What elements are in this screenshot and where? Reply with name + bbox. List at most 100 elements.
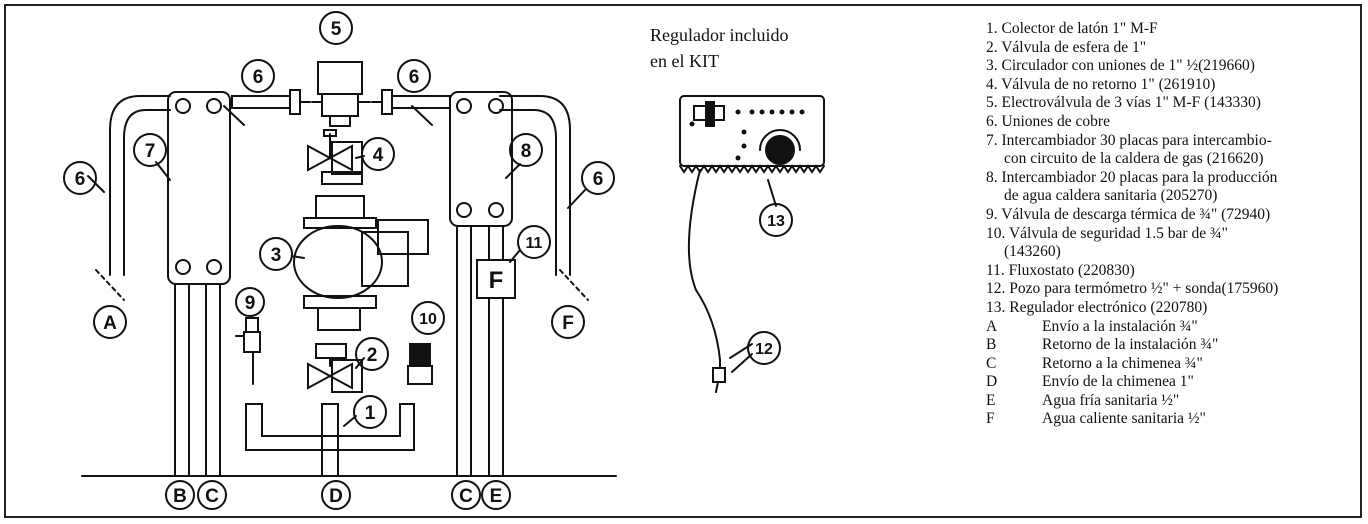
label-6a: 6 bbox=[253, 67, 264, 88]
callout-5 bbox=[319, 11, 353, 45]
legend-text: 5. Electroválvula de 3 vías 1" M-F (1433… bbox=[986, 94, 1261, 112]
legend-letter-F: F Agua caliente sanitaria ½" bbox=[986, 410, 1356, 429]
label-11: 11 bbox=[526, 235, 543, 252]
label-6c: 6 bbox=[75, 169, 86, 190]
callout-10 bbox=[411, 301, 445, 335]
callout-C-right bbox=[451, 480, 481, 510]
thermometer-well-12 bbox=[712, 367, 726, 383]
thermal-discharge-valve-9 bbox=[235, 317, 261, 385]
exchanger-7 bbox=[167, 91, 231, 285]
legend-text: 3. Circulador con uniones de 1" ½(219660… bbox=[986, 57, 1255, 75]
figure-frame bbox=[4, 4, 1362, 518]
legend-item-5: 5. Electroválvula de 3 vías 1" M-F (1433… bbox=[986, 94, 1356, 113]
pipe-C-right bbox=[456, 225, 472, 477]
callout-6-right bbox=[581, 161, 615, 195]
legend-text: 10. Válvula de seguridad 1.5 bar de ¾" bbox=[986, 224, 1228, 242]
legend-text: 11. Fluxostato (220830) bbox=[986, 261, 1135, 279]
callout-C-left bbox=[197, 480, 227, 510]
label-1: 1 bbox=[365, 403, 376, 424]
legend-item-12: 12. Pozo para termómetro ½" + sonda(1759… bbox=[986, 280, 1356, 299]
callout-6-top-right bbox=[397, 59, 431, 93]
flow-switch-letter: F bbox=[489, 267, 504, 294]
left-copper-pipe bbox=[109, 95, 171, 276]
label-6b: 6 bbox=[409, 67, 420, 88]
three-way-valve-5 bbox=[317, 61, 363, 95]
legend-letter: D bbox=[986, 373, 998, 391]
legend-letter-A: A Envío a la instalación ¾" bbox=[986, 318, 1356, 337]
legend-letter-text: Retorno a la chimenea ¾" bbox=[1042, 354, 1203, 372]
sensor-cable bbox=[687, 169, 721, 361]
legend-letter: A bbox=[986, 317, 998, 335]
callout-F bbox=[551, 305, 585, 339]
right-copper-pipe bbox=[499, 95, 571, 276]
legend-text: 6. Uniones de cobre bbox=[986, 112, 1110, 130]
check-valve-4 bbox=[307, 144, 353, 172]
legend-letter-text: Retorno de la instalación ¾" bbox=[1042, 336, 1219, 354]
label-9: 9 bbox=[245, 293, 256, 314]
legend-letter-D: D Envío de la chimenea 1" bbox=[986, 373, 1356, 392]
label-F: F bbox=[562, 313, 574, 334]
legend-letter-E: E Agua fría sanitaria ½" bbox=[986, 392, 1356, 411]
callout-12 bbox=[747, 331, 781, 365]
circulator-pump-3 bbox=[293, 225, 383, 299]
callout-6-left bbox=[63, 161, 97, 195]
legend: 1. Colector de latón 1" M-F 2. Válvula d… bbox=[986, 20, 1356, 429]
legend-text: 2. Válvula de esfera de 1" bbox=[986, 38, 1147, 56]
legend-letter: B bbox=[986, 336, 997, 354]
callout-8 bbox=[509, 133, 543, 167]
legend-item-8: 8. Intercambiador 20 placas para la prod… bbox=[986, 169, 1356, 206]
label-8: 8 bbox=[521, 141, 532, 162]
legend-text: 13. Regulador electrónico (220780) bbox=[986, 298, 1208, 316]
pipe-B bbox=[174, 283, 190, 477]
legend-item-3: 3. Circulador con uniones de 1" ½(219660… bbox=[986, 57, 1356, 76]
callout-6-top-left bbox=[241, 59, 275, 93]
label-B: B bbox=[173, 486, 187, 507]
legend-text: 7. Intercambiador 30 placas para interca… bbox=[986, 131, 1272, 149]
legend-letter-B: B Retorno de la instalación ¾" bbox=[986, 336, 1356, 355]
label-E: E bbox=[490, 486, 503, 507]
label-3: 3 bbox=[271, 245, 282, 266]
legend-item-13: 13. Regulador electrónico (220780) bbox=[986, 299, 1356, 318]
legend-item-2: 2. Válvula de esfera de 1" bbox=[986, 39, 1356, 58]
pipe-C-left bbox=[205, 283, 221, 477]
callout-B bbox=[165, 480, 195, 510]
callout-13 bbox=[759, 203, 793, 237]
label-C-left: C bbox=[205, 486, 219, 507]
legend-letter-text: Envío de la chimenea 1" bbox=[1042, 373, 1194, 391]
label-A: A bbox=[103, 313, 117, 334]
legend-text: 12. Pozo para termómetro ½" + sonda(1759… bbox=[986, 280, 1279, 298]
legend-letter: E bbox=[986, 391, 996, 409]
kit-caption: Regulador incluido en el KIT bbox=[650, 22, 870, 74]
label-6d: 6 bbox=[593, 169, 604, 190]
label-2: 2 bbox=[367, 345, 378, 366]
legend-item-7: 7. Intercambiador 30 placas para interca… bbox=[986, 132, 1356, 169]
legend-text: 1. Colector de latón 1" M-F bbox=[986, 20, 1158, 37]
brass-collector-1 bbox=[245, 403, 415, 451]
legend-item-1: 1. Colector de latón 1" M-F bbox=[986, 20, 1356, 39]
legend-letter: F bbox=[986, 410, 995, 428]
label-12: 12 bbox=[755, 341, 773, 358]
label-7: 7 bbox=[145, 141, 156, 162]
callout-2 bbox=[355, 337, 389, 371]
legend-letter-C: C Retorno a la chimenea ¾" bbox=[986, 355, 1356, 374]
label-10: 10 bbox=[419, 311, 437, 328]
pipe-E bbox=[488, 225, 504, 261]
legend-letter-text: Agua fría sanitaria ½" bbox=[1042, 391, 1180, 409]
label-4: 4 bbox=[373, 145, 384, 166]
kit-caption-line-2: en el KIT bbox=[650, 51, 719, 71]
legend-letter: C bbox=[986, 354, 997, 372]
label-C-right: C bbox=[459, 486, 473, 507]
callout-3 bbox=[259, 237, 293, 271]
label-5: 5 bbox=[331, 19, 342, 40]
legend-item-11: 11. Fluxostato (220830) bbox=[986, 262, 1356, 281]
legend-text-cont: con circuito de la caldera de gas (21662… bbox=[1004, 150, 1264, 168]
legend-letter-text: Envío a la instalación ¾" bbox=[1042, 317, 1198, 335]
callout-A bbox=[93, 305, 127, 339]
legend-letter-text: Agua caliente sanitaria ½" bbox=[1042, 410, 1206, 428]
legend-item-4: 4. Válvula de no retorno 1" (261910) bbox=[986, 76, 1356, 95]
callout-11 bbox=[517, 225, 551, 259]
callout-1 bbox=[353, 395, 387, 429]
legend-text: 4. Válvula de no retorno 1" (261910) bbox=[986, 75, 1216, 93]
legend-item-10: 10. Válvula de seguridad 1.5 bar de ¾"(1… bbox=[986, 225, 1356, 262]
